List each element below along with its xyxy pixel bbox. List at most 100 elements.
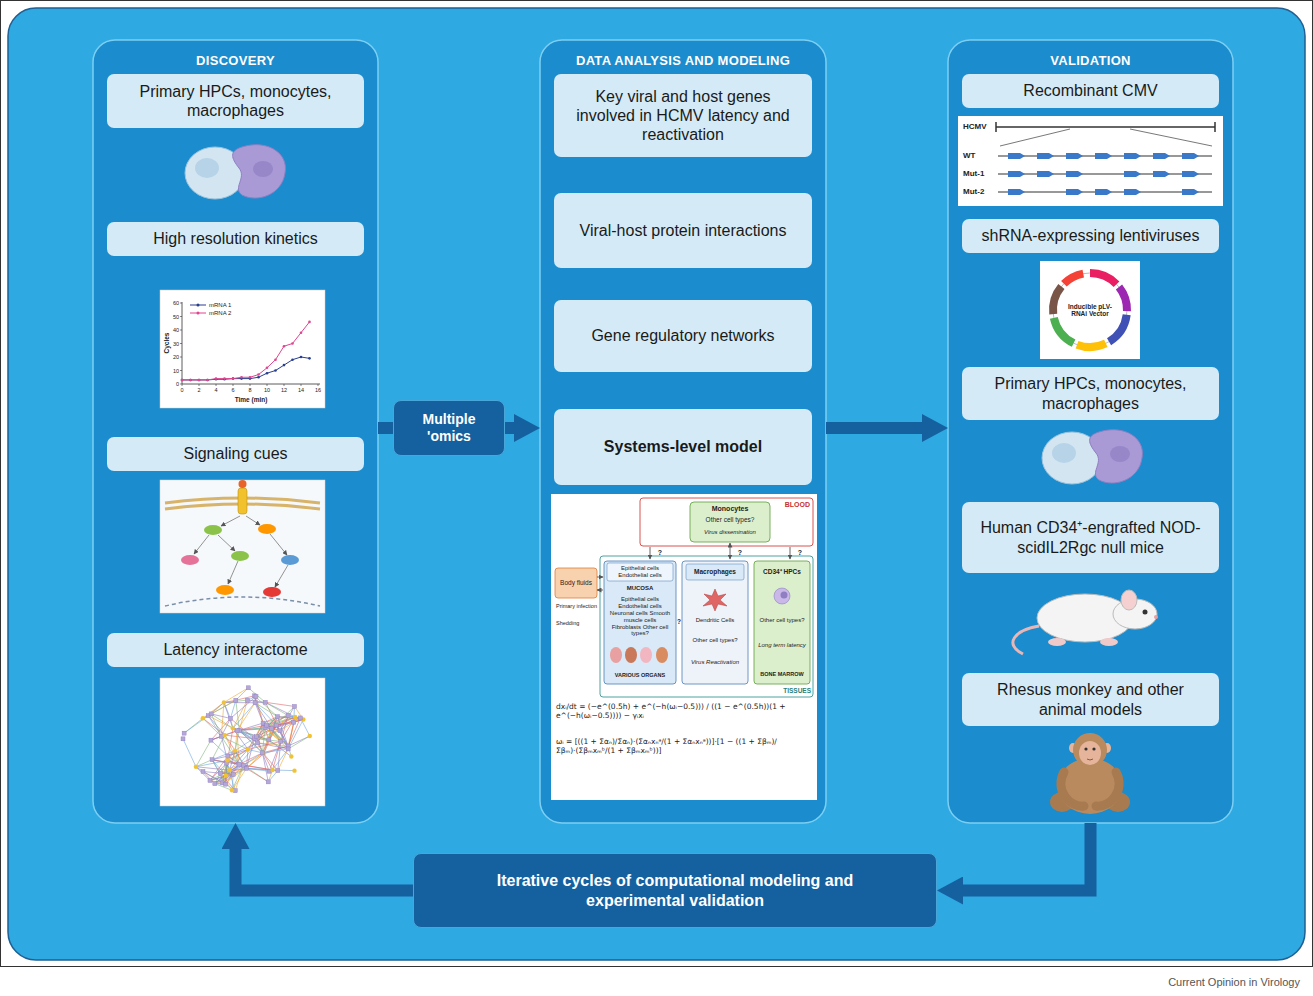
interactome-network bbox=[226, 754, 230, 758]
interactome-network bbox=[181, 737, 185, 741]
equation: ωᵢ = [((1 + Σαₙ)/Σαₙ)·(Σαₙxₙᵃ/(1 + Σαₙxₙ… bbox=[556, 738, 812, 755]
interactome-network bbox=[293, 715, 297, 719]
genome-map bbox=[1008, 171, 1025, 177]
process-box: Rhesus monkey and other animal models bbox=[962, 673, 1219, 726]
interactome-network bbox=[278, 729, 282, 733]
mouse-illustration bbox=[1013, 626, 1039, 654]
systems-model-illustration bbox=[686, 564, 744, 580]
monkey-illustration bbox=[1092, 747, 1095, 750]
process-box: Signaling cues bbox=[107, 437, 364, 471]
kinetics-chart bbox=[180, 316, 182, 317]
genome-map bbox=[1124, 189, 1141, 195]
interactome-network bbox=[208, 778, 212, 782]
kinetics-chart bbox=[160, 290, 325, 408]
kinetics-chart bbox=[180, 343, 182, 344]
interactome-network bbox=[233, 728, 248, 749]
interactome-network bbox=[256, 741, 260, 745]
interactome-network bbox=[194, 765, 198, 769]
interactome-network bbox=[196, 760, 212, 767]
interactome-network bbox=[270, 727, 274, 731]
interactome-network bbox=[288, 716, 303, 720]
kinetics-chart bbox=[180, 357, 182, 358]
box-label: High resolution kinetics bbox=[153, 229, 318, 248]
interactome-network bbox=[184, 716, 208, 733]
process-box: Gene regulatory networks bbox=[554, 300, 812, 372]
interactome-network bbox=[210, 770, 230, 780]
interactome-network bbox=[293, 706, 295, 722]
kinetics-chart bbox=[198, 379, 201, 382]
diagram-label: Epithelial cells Endothelial cells Neuro… bbox=[609, 596, 671, 637]
systems-model-illustration bbox=[790, 547, 791, 559]
flow-arrow bbox=[963, 823, 1091, 891]
signaling-illustration bbox=[246, 516, 260, 525]
interactome-network bbox=[248, 741, 281, 749]
interactome-network bbox=[288, 718, 300, 746]
genome-map bbox=[1182, 171, 1199, 177]
interactome-network bbox=[246, 739, 254, 769]
systems-model-illustration bbox=[650, 547, 651, 559]
interactome-network bbox=[225, 735, 239, 764]
systems-model-illustration bbox=[600, 556, 813, 697]
box-label: Signaling cues bbox=[183, 444, 287, 463]
kinetics-chart bbox=[198, 379, 201, 382]
genome-label: Mut-2 bbox=[963, 187, 984, 196]
box-label: Human CD34⁺-engrafted NOD-scidIL2Rgc nul… bbox=[972, 518, 1209, 556]
genome-map bbox=[1037, 153, 1054, 159]
diagram-label: Dendritic Cells bbox=[684, 617, 746, 624]
interactome-network bbox=[235, 728, 239, 732]
kinetics-chart bbox=[284, 384, 285, 386]
interactome-network bbox=[248, 688, 265, 703]
interactome-network bbox=[160, 678, 325, 806]
chart-legend-label: mRNA 2 bbox=[209, 310, 231, 317]
interactome-network bbox=[239, 725, 266, 730]
interactome-network bbox=[288, 736, 310, 746]
interactome-network bbox=[223, 733, 227, 737]
kinetics-chart bbox=[291, 342, 294, 345]
tick-label: 10 bbox=[173, 367, 179, 373]
interactome-network bbox=[230, 788, 234, 792]
plasmid-map bbox=[1090, 269, 1119, 287]
interactome-network bbox=[224, 688, 248, 703]
interactome-network bbox=[261, 752, 265, 756]
interactome-network bbox=[267, 738, 271, 742]
box-label: Key viral and host genes involved in HCM… bbox=[564, 87, 802, 145]
kinetics-chart bbox=[223, 377, 226, 380]
diagram-label: MUCOSA bbox=[627, 585, 654, 592]
tick-label: 40 bbox=[173, 327, 179, 333]
process-box: Human CD34⁺-engrafted NOD-scidIL2Rgc nul… bbox=[962, 502, 1219, 573]
interactome-network bbox=[246, 754, 263, 769]
interactome-network bbox=[276, 769, 280, 773]
signaling-illustration bbox=[281, 555, 299, 565]
tick-label: 14 bbox=[298, 387, 304, 393]
plasmid-map bbox=[1107, 314, 1131, 345]
systems-model-illustration bbox=[610, 647, 622, 663]
column-panel bbox=[948, 40, 1233, 823]
mouse-illustration bbox=[1121, 590, 1137, 610]
interactome-network bbox=[237, 762, 241, 766]
interactome-network bbox=[218, 771, 222, 775]
signaling-illustration bbox=[231, 551, 249, 561]
interactome-network bbox=[256, 737, 262, 753]
interactome-network bbox=[231, 726, 235, 730]
plasmid-label: Inducible pLV-RNAi Vector bbox=[1064, 303, 1116, 318]
interactome-network bbox=[275, 715, 279, 719]
systems-model-illustration bbox=[597, 543, 790, 590]
interactome-network bbox=[211, 740, 228, 756]
interactome-network bbox=[213, 782, 217, 786]
monkey-illustration bbox=[1073, 733, 1107, 767]
diagram-label: Body fluids bbox=[556, 579, 596, 586]
interactome-network bbox=[227, 768, 231, 772]
systems-model-illustration bbox=[640, 498, 813, 546]
signaling-illustration bbox=[204, 525, 222, 535]
kinetics-chart bbox=[189, 379, 192, 382]
interactome-network bbox=[208, 702, 224, 715]
interactome-network bbox=[196, 740, 211, 767]
genome-map bbox=[995, 122, 997, 132]
box-label: Latency interactome bbox=[163, 640, 307, 659]
kinetics-chart bbox=[300, 356, 303, 359]
genome-map bbox=[1153, 171, 1170, 177]
interactome-network bbox=[279, 739, 283, 743]
tick-label: 30 bbox=[173, 340, 179, 346]
process-box: Primary HPCs, monocytes, macrophages bbox=[962, 367, 1219, 420]
cell-illustration bbox=[185, 145, 285, 199]
